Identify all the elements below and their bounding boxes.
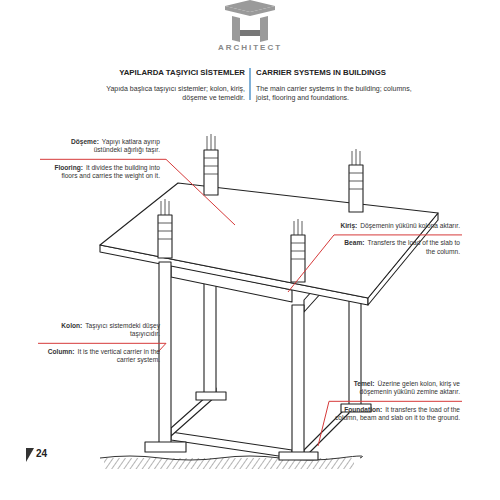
callout-term: Temel: (354, 380, 375, 387)
column-stub (204, 150, 218, 195)
callout-text: Üzerine gelen kolon, kiriş ve döşemenin … (360, 380, 460, 395)
callout-term: Kolon: (61, 322, 82, 329)
rebars (158, 134, 363, 259)
leader-line (318, 401, 462, 446)
column-stub (349, 165, 363, 212)
page-number: 24 (36, 448, 47, 459)
callout-text: Transfers the load of the slab to the co… (368, 239, 461, 254)
callout-block: Beam: Transfers the load of the slab to t… (340, 239, 460, 256)
callout-term: Kiriş: (340, 222, 357, 229)
callout-block: Column:It is the vertical carrier in the… (40, 348, 160, 365)
callout-block: Döşeme:Yapıyı katlara ayırıp üstündeki a… (42, 138, 160, 155)
footing (145, 442, 186, 452)
logo-text-block: ARCHITECT (190, 44, 310, 52)
leader-line (40, 159, 235, 225)
footing (196, 392, 226, 400)
subtitle-block: Yapıda başlıca taşıyıcı sistemler; kolon… (92, 84, 245, 102)
logo-mark (225, 0, 275, 42)
heading-block: CARRIER SYSTEMS IN BUILDINGS (256, 69, 456, 77)
column-stub (291, 235, 305, 282)
callout-block: Foundation:It transfers the load of the … (335, 406, 460, 423)
logo-text: ARCHITECT (218, 43, 282, 52)
footing (279, 452, 318, 460)
column (292, 305, 304, 455)
callout-block: Kiriş:Döşemenin yükünü kolona aktarır. (340, 222, 460, 230)
leader-line (288, 235, 462, 292)
column (159, 262, 171, 450)
subtitle: The main carrier systems in the building… (256, 85, 412, 101)
heading-block: YAPILARDA TAŞIYICI SİSTEMLER (80, 69, 245, 77)
heading-divider (249, 68, 250, 100)
callout-block: Flooring:It divides the building into fl… (42, 164, 160, 181)
callout-block: Temel:Üzerine gelen kolon, kiriş ve döşe… (335, 380, 460, 397)
callout-term: Foundation: (344, 406, 382, 413)
callout-term: Column: (48, 348, 75, 355)
callout-text: Yapıyı katlara ayırıp üstündeki ağırlığı… (94, 138, 160, 153)
callout-text: It is the vertical carrier in the carrie… (78, 348, 160, 363)
heading: CARRIER SYSTEMS IN BUILDINGS (256, 68, 386, 77)
callout-term: Döşeme: (71, 138, 99, 145)
page-marker (26, 448, 34, 462)
callout-block: Kolon:Taşıyıcı sistemdeki düşey taşıyıcı… (40, 322, 160, 339)
subtitle-block: The main carrier systems in the building… (256, 84, 424, 102)
page-number-block: 24 (36, 450, 66, 458)
tie-beam (171, 432, 292, 458)
structure (100, 150, 438, 460)
callout-term: Flooring: (54, 164, 83, 171)
callout-term: Beam: (344, 239, 364, 246)
callout-text: Döşemenin yükünü kolona aktarır. (360, 222, 460, 229)
ground (100, 456, 363, 469)
subtitle: Yapıda başlıca taşıyıcı sistemler; kolon… (106, 85, 245, 101)
column-stub (158, 215, 172, 258)
callout-text: Taşıyıcı sistemdeki düşey taşıyıcıdır. (85, 322, 160, 337)
heading: YAPILARDA TAŞIYICI SİSTEMLER (119, 68, 245, 77)
